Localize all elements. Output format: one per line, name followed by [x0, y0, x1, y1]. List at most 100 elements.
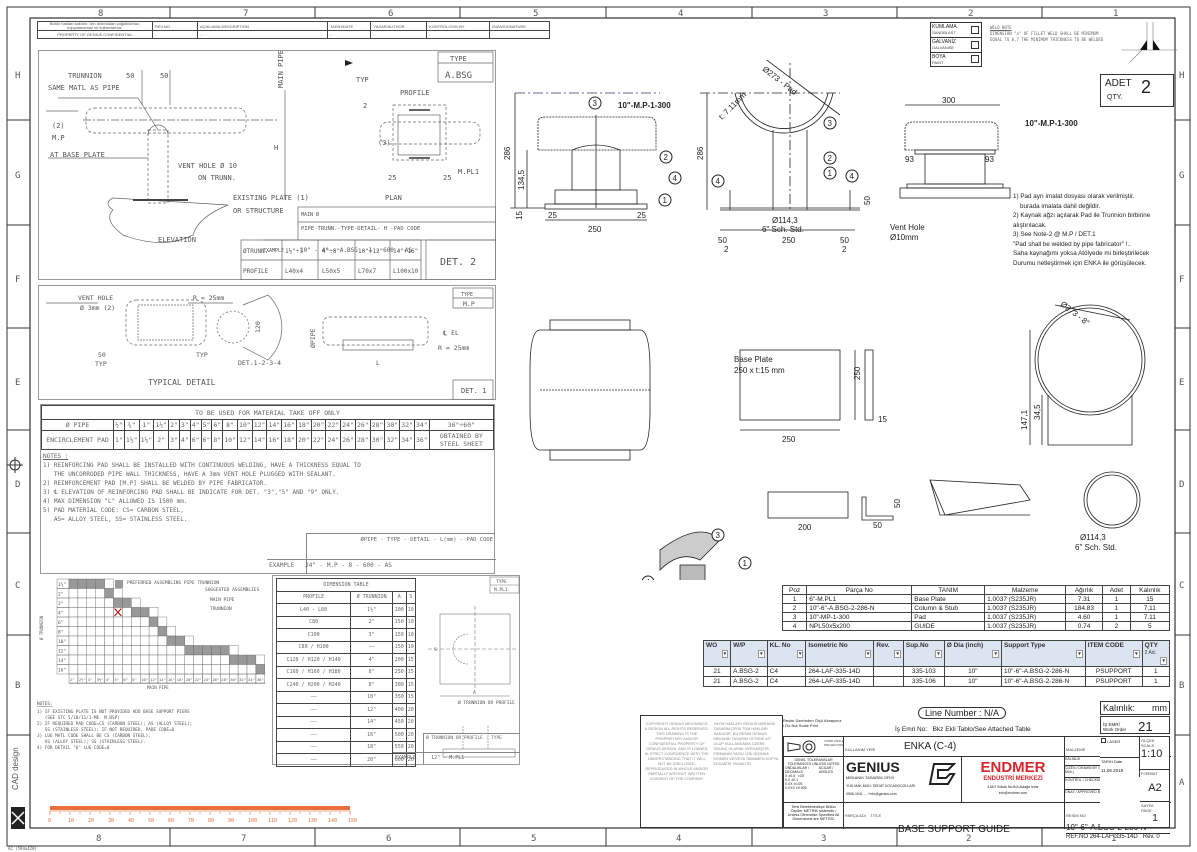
decimals-label: ONDALIKLAR / DECIMALS [785, 766, 810, 774]
matrix-cell [104, 654, 114, 665]
profile-table-cell: 1½"÷3 [285, 248, 303, 255]
type-value: M.P [463, 300, 475, 308]
filter-dropdown-icon[interactable]: ▾ [935, 650, 942, 658]
filter-dropdown-icon[interactable]: ▾ [1076, 650, 1083, 658]
galvanise-checkbox[interactable] [971, 41, 979, 49]
wo-header-label: Ø Dia (inch) [946, 642, 984, 649]
profile-table-cell: ØTRUNN. [243, 248, 268, 255]
main-pipe-size: 5" [115, 677, 120, 682]
matrix-cell [95, 645, 105, 656]
dim-cell: 12" [350, 703, 394, 717]
ref-label: REF.NO [1066, 834, 1089, 840]
filter-dropdown-icon[interactable]: ▾ [758, 650, 765, 658]
row-label: B [1179, 681, 1184, 691]
example-label: EXAMPLE [395, 755, 417, 761]
note: 2) Kaynak ağzı açılarak Pad ile Trunnion… [1013, 212, 1151, 219]
note: SS (STAINLESS STEEL); IF NOT REQUIRED, P… [37, 727, 175, 733]
existing-plate-label: EXISTING PLATE (1) [233, 194, 309, 202]
matrix-cell [122, 635, 132, 646]
ruler-label: 110 [268, 818, 277, 824]
genius-logo: GENIUS [846, 759, 900, 775]
wo-header[interactable]: Isometric No▾ [805, 640, 875, 667]
trunnion-size: 2" [58, 592, 63, 598]
wo-header[interactable]: ITEM CODE▾ [1084, 640, 1143, 667]
pipe-size-cell: 22" [325, 419, 342, 431]
paint-checkbox[interactable] [971, 55, 979, 63]
dimension: 50 [126, 72, 134, 80]
dim-cell: 15 [405, 665, 417, 679]
bom-cell: 4.60 [1064, 612, 1104, 622]
genius-logo-cell: GENIUS MEKANİK TASARIM OFİSİ YUK.MAK.MUH… [844, 757, 962, 802]
endmer-logo: ENDMER [980, 759, 1046, 776]
filter-dropdown-icon[interactable]: ▾ [796, 650, 804, 658]
wo-cell: 10" [943, 676, 1002, 687]
wo-cell: PSUPPORT [1084, 676, 1143, 687]
wo-header[interactable]: WO▾ [702, 640, 732, 667]
dim-cell: 15 [405, 690, 417, 704]
matrix-cell [95, 664, 105, 675]
bom-header: Parça No [806, 585, 913, 595]
filter-dropdown-icon[interactable]: ▾ [721, 650, 729, 658]
matrix-cell [68, 645, 79, 656]
a-dimension: A [473, 690, 476, 696]
wo-header[interactable]: KL. No▾ [766, 640, 807, 667]
wo-cell: 335-106 [902, 676, 945, 687]
row-label: D [1179, 480, 1184, 490]
wo-header[interactable]: Sup.No▾ [902, 640, 945, 667]
dimension: 250 [588, 225, 602, 234]
preferred-cell [131, 607, 141, 618]
weld-note: WELD NOTE DIMENSION "a" OF FILLET WELD S… [990, 25, 1103, 43]
profile-table-cell: 4"÷8" [322, 248, 340, 255]
wo-header[interactable]: W/P▾ [730, 640, 768, 667]
column-label: 4 [678, 9, 683, 19]
third-angle-projection-icon [787, 740, 816, 754]
rev-cell: - [370, 30, 428, 39]
scale-sub: SCALE [1141, 743, 1155, 748]
preferred-cell [122, 597, 132, 608]
main-pipe-label: MAIN PIPE [277, 50, 285, 88]
sandblast-checkbox[interactable] [971, 26, 979, 34]
matrix-cell [166, 654, 176, 665]
wo-cell: 264-LAF-335-14D [805, 676, 875, 687]
note: 1) IF EXISTING PLATE IS NOT PROVIDED ADD… [37, 709, 190, 715]
qty-sub: 2 Ad. [1144, 650, 1156, 656]
matrix-cell [148, 607, 159, 618]
matrix-cell [68, 597, 79, 608]
matrix-cell [95, 654, 105, 665]
dim-cell: 150 [392, 615, 407, 629]
laser-checkbox[interactable] [1101, 738, 1106, 743]
dim-cell: 3" [350, 628, 394, 642]
matrix-cell [157, 664, 168, 675]
profile-label: PROFILE [400, 89, 430, 97]
thickness-unit: mm [1152, 703, 1167, 713]
filter-dropdown-icon[interactable]: ▾ [1133, 650, 1140, 658]
bom-cell: 0.74 [1064, 621, 1104, 631]
wo-header[interactable]: Support Type▾ [1000, 640, 1086, 667]
dimension: 250 [782, 236, 796, 245]
matrix-cell [113, 626, 123, 637]
thickness-label: Kalınlık: [1103, 703, 1136, 713]
row-label: F [15, 275, 20, 285]
pad-size-cell: 1½" [123, 430, 140, 450]
type-value: A.BSG [445, 71, 472, 81]
pipe-size-cell: 1½" [153, 419, 170, 431]
wo-header[interactable]: Ø Dia (inch) ▾ [943, 640, 1002, 667]
pipe-schedule: 6" Sch. Std. [762, 225, 804, 234]
ruler-label: 90 [228, 818, 234, 824]
filter-dropdown-icon[interactable]: ▾ [864, 650, 872, 658]
at-base-plate-label: AT BASE PLATE [50, 151, 105, 159]
filter-dropdown-icon[interactable]: ▾ [894, 650, 901, 658]
filter-dropdown-icon[interactable]: ▾ [1160, 657, 1167, 665]
dim-cell: —— [350, 640, 394, 654]
tolerance-row: X ±0.5 [785, 774, 796, 778]
wo-header[interactable]: Rev.▾ [873, 640, 904, 667]
bom-header: Ağırlık [1064, 585, 1104, 595]
filter-dropdown-icon[interactable]: ▾ [992, 650, 999, 658]
wo-cell: 335-103 [902, 666, 945, 677]
rev-label: Rev. [1142, 834, 1155, 840]
pad-size-cell: 1" [113, 430, 125, 450]
